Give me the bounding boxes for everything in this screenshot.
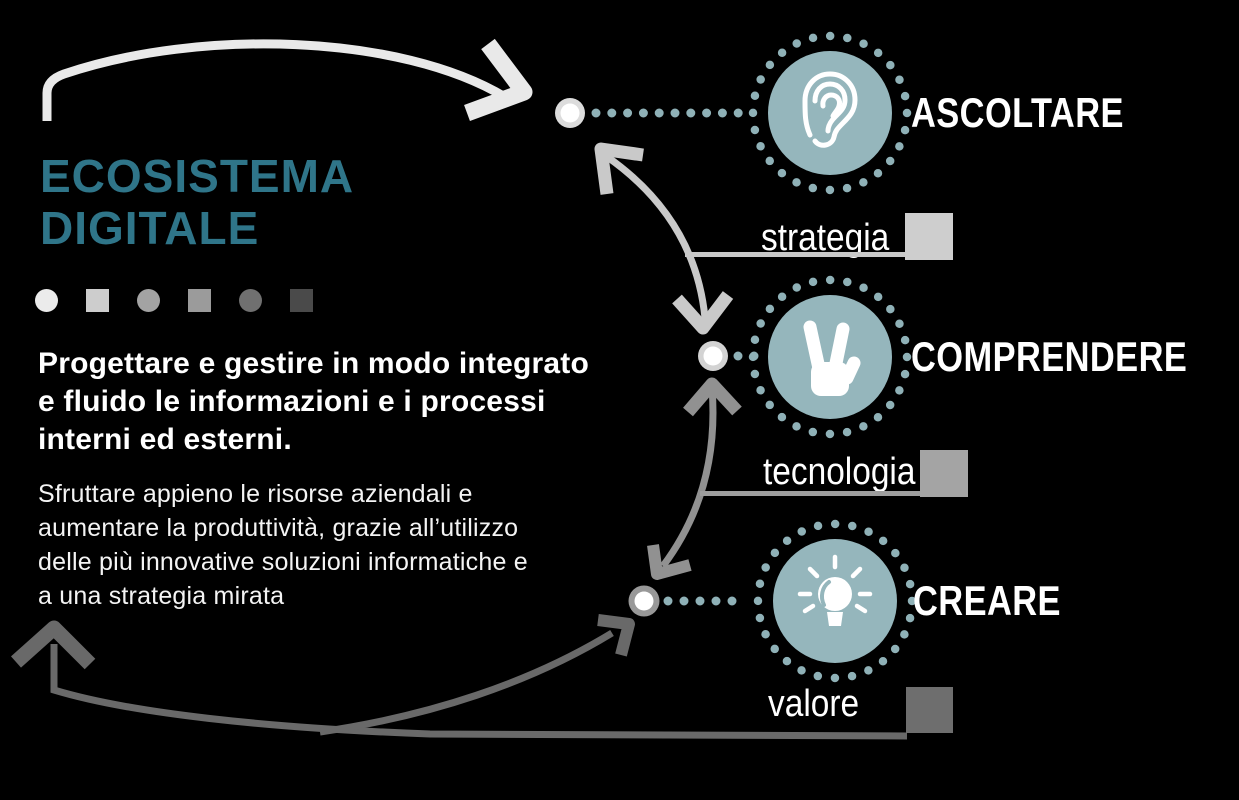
node-comprendere — [698, 341, 728, 371]
arrowhead-icon — [10, 620, 96, 670]
decorative-circle — [137, 289, 160, 312]
arrow-valore-creare — [319, 614, 635, 736]
valore-square — [906, 687, 953, 733]
flow-label-tecnologia: tecnologia — [763, 451, 916, 493]
cycle-arrow-bottom — [10, 620, 908, 740]
arrowhead-icon — [594, 142, 644, 195]
node-creare — [628, 585, 660, 617]
intro-body: Sfruttare appieno le risorse aziendali e… — [38, 480, 528, 610]
cycle-arrow-top — [42, 38, 533, 121]
decorative-square — [290, 289, 313, 312]
arrow-ascoltare-comprendere — [594, 142, 734, 335]
step-label-comprendere: COMPRENDERE — [911, 333, 1188, 380]
decorative-circle — [35, 289, 58, 312]
arrow-comprendere-creare — [647, 377, 742, 580]
step-label-ascoltare: ASCOLTARE — [911, 89, 1124, 136]
decorative-circle — [239, 289, 262, 312]
decorative-square — [86, 289, 109, 312]
node-ascoltare — [555, 98, 585, 128]
arrowhead-icon — [683, 377, 742, 417]
decorative-shape-row — [35, 289, 313, 312]
step-circle-ascoltare — [768, 51, 892, 175]
arrowhead-icon — [597, 614, 635, 657]
step-label-creare: CREARE — [913, 577, 1061, 624]
flow-label-strategia: strategia — [761, 217, 890, 259]
strategia-line — [685, 252, 907, 257]
ear-icon — [802, 71, 858, 148]
arrowhead-icon — [647, 544, 692, 580]
arrowhead-icon — [672, 291, 734, 335]
dotted-connectors — [591, 108, 760, 606]
step-circle-comprendere — [768, 295, 892, 419]
dotted-rings — [748, 31, 917, 683]
decorative-square — [188, 289, 211, 312]
flow-label-valore: valore — [768, 683, 860, 725]
lightbulb-icon — [797, 554, 873, 626]
strategia-square — [905, 213, 953, 260]
intro-lead: Progettare e gestire in modo integrato e… — [38, 347, 590, 456]
arrowhead-icon — [464, 38, 533, 121]
tecnologia-square — [920, 450, 968, 497]
victory-hand-icon — [803, 320, 861, 396]
tecnologia-line — [700, 491, 922, 496]
